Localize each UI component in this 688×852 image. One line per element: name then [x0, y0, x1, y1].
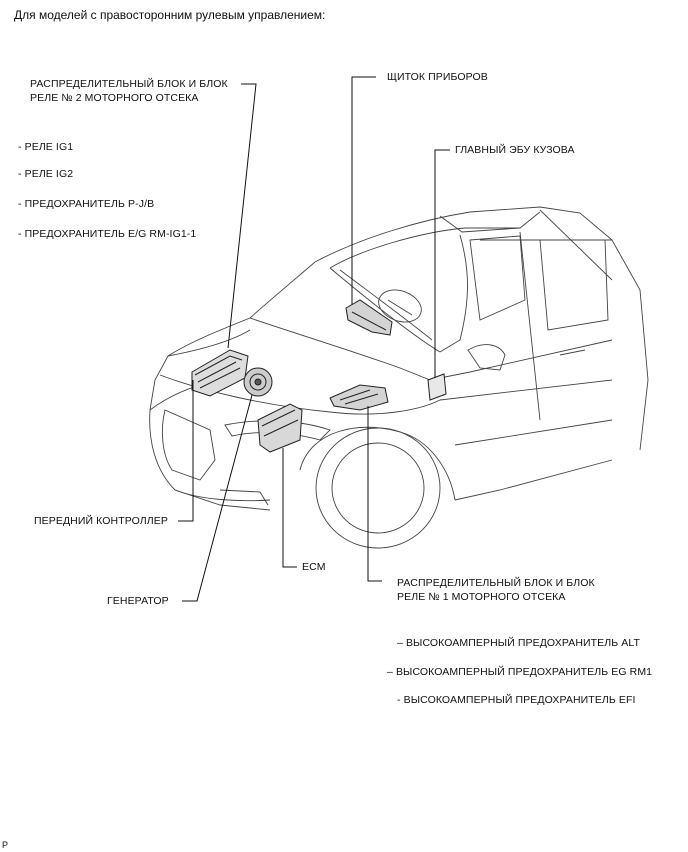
component-front-controller: [257, 403, 303, 453]
label-engine-relay-block-2-line2: РЕЛЕ № 2 МОТОРНОГО ОТСЕКА: [30, 92, 199, 104]
component-engine-relay-block-2: [191, 349, 249, 397]
list-item-relay-ig2: - РЕЛЕ IG2: [18, 168, 74, 180]
label-engine-relay-block-1-line1: РАСПРЕДЕЛИТЕЛЬНЫЙ БЛОК И БЛОК: [397, 577, 595, 589]
car-outline: [149, 206, 649, 549]
label-front-controller: ПЕРЕДНИЙ КОНТРОЛЛЕР: [34, 515, 168, 527]
list-item-fuse-eg-rm1: – ВЫСОКОАМПЕРНЫЙ ПРЕДОХРАНИТЕЛЬ EG RM1: [387, 666, 653, 678]
component-generator: [243, 367, 273, 397]
label-generator: ГЕНЕРАТОР: [107, 595, 169, 607]
label-engine-relay-block-1-line2: РЕЛЕ № 1 МОТОРНОГО ОТСЕКА: [397, 591, 566, 603]
list-item-fuse-pjb: - ПРЕДОХРАНИТЕЛЬ P-J/B: [18, 198, 155, 210]
label-ecm: ECM: [302, 561, 326, 573]
leader-lines: [178, 76, 450, 602]
component-main-body-ecu: [427, 373, 447, 401]
page-title: Для моделей с правосторонним рулевым упр…: [14, 8, 326, 22]
list-item-relay-ig1: - РЕЛЕ IG1: [18, 141, 74, 153]
label-main-body-ecu: ГЛАВНЫЙ ЭБУ КУЗОВА: [455, 144, 575, 156]
component-instrument-panel: [345, 299, 393, 336]
figure-code: P: [2, 840, 9, 850]
label-instrument-panel: ЩИТОК ПРИБОРОВ: [387, 71, 488, 83]
list-item-fuse-alt: – ВЫСОКОАМПЕРНЫЙ ПРЕДОХРАНИТЕЛЬ ALT: [397, 637, 641, 649]
list-item-fuse-eg-rm-ig1-1: - ПРЕДОХРАНИТЕЛЬ E/G RM-IG1-1: [18, 228, 197, 240]
component-engine-relay-block-1: [329, 384, 389, 411]
list-item-fuse-efi: - ВЫСОКОАМПЕРНЫЙ ПРЕДОХРАНИТЕЛЬ EFI: [397, 694, 636, 706]
label-engine-relay-block-2-line1: РАСПРЕДЕЛИТЕЛЬНЫЙ БЛОК И БЛОК: [30, 78, 228, 90]
